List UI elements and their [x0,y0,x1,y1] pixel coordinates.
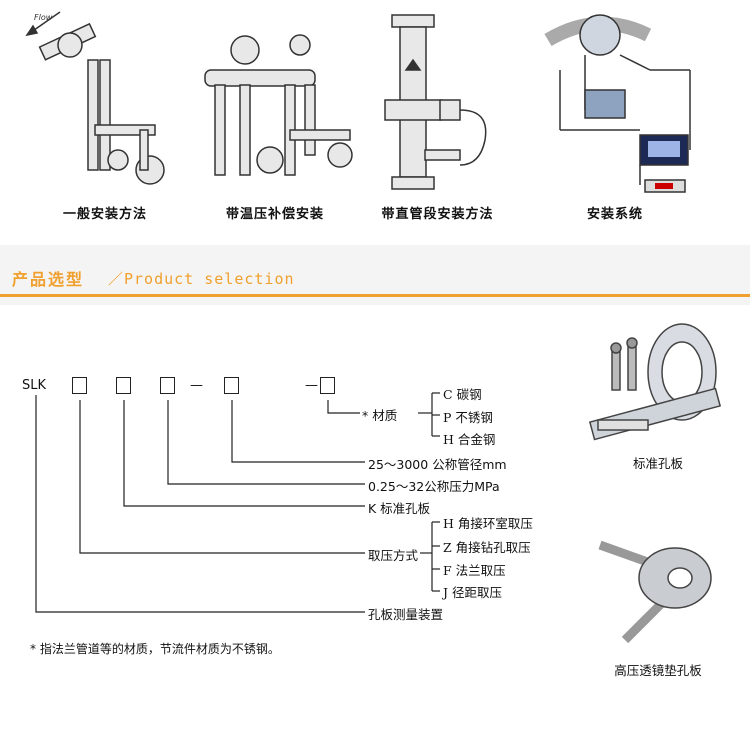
material-option: H 合金钢 [443,432,496,447]
code-box-diameter [224,377,239,394]
caption-installation-system: 安装系统 [586,207,643,222]
system-installation-drawing [544,14,691,193]
code-box-pressure [160,377,175,394]
compensation-installation-drawing [204,34,353,176]
caption-standard-orifice-plate: 标准孔板 [632,456,683,471]
installation-illustrations: Flow [25,11,691,193]
flow-label: Flow [34,13,53,22]
pressure-label: 0.25～32公称压力MPa [368,479,500,494]
device-label: 孔板测量装置 [368,607,444,622]
tap-option: Z 角接钻孔取压 [443,540,531,555]
code-box-plate-type [116,377,131,394]
plate-label: K 标准孔板 [368,501,431,516]
code-dash-2: — [305,378,318,393]
material-option: P 不锈钢 [443,410,493,425]
section-title: 产品选型 [12,270,85,289]
caption-compensation-installation: 带温压补偿安装 [225,207,324,222]
material-option: C 碳钢 [443,387,482,402]
tap-option: J 径距取压 [443,585,503,600]
caption-straight-pipe-installation: 带直管段安装方法 [381,207,494,222]
general-installation-drawing [38,22,165,185]
tap-method-label: 取压方式 [368,548,419,563]
diameter-label: 25～3000 公称管径mm [368,457,507,472]
code-box-material [320,377,335,394]
tap-option: H 角接环室取压 [443,516,533,531]
material-footnote: * 指法兰管道等的材质，节流件材质为不锈钢。 [30,642,280,656]
section-subtitle: ／Product selection [108,270,295,288]
tap-option: F 法兰取压 [443,563,506,578]
lens-gasket-orifice-plate-drawing [598,540,712,644]
code-dash-1: — [190,378,203,393]
section-divider [0,294,750,297]
standard-orifice-plate-drawing [588,323,722,441]
caption-general-installation: 一般安装方法 [62,207,147,222]
model-prefix: SLK [22,378,47,393]
material-label: * 材质 [362,408,398,423]
caption-lens-gasket-orifice-plate: 高压透镜垫孔板 [614,663,702,678]
straight-pipe-installation-drawing [384,14,487,190]
code-box-tap-method [72,377,87,394]
